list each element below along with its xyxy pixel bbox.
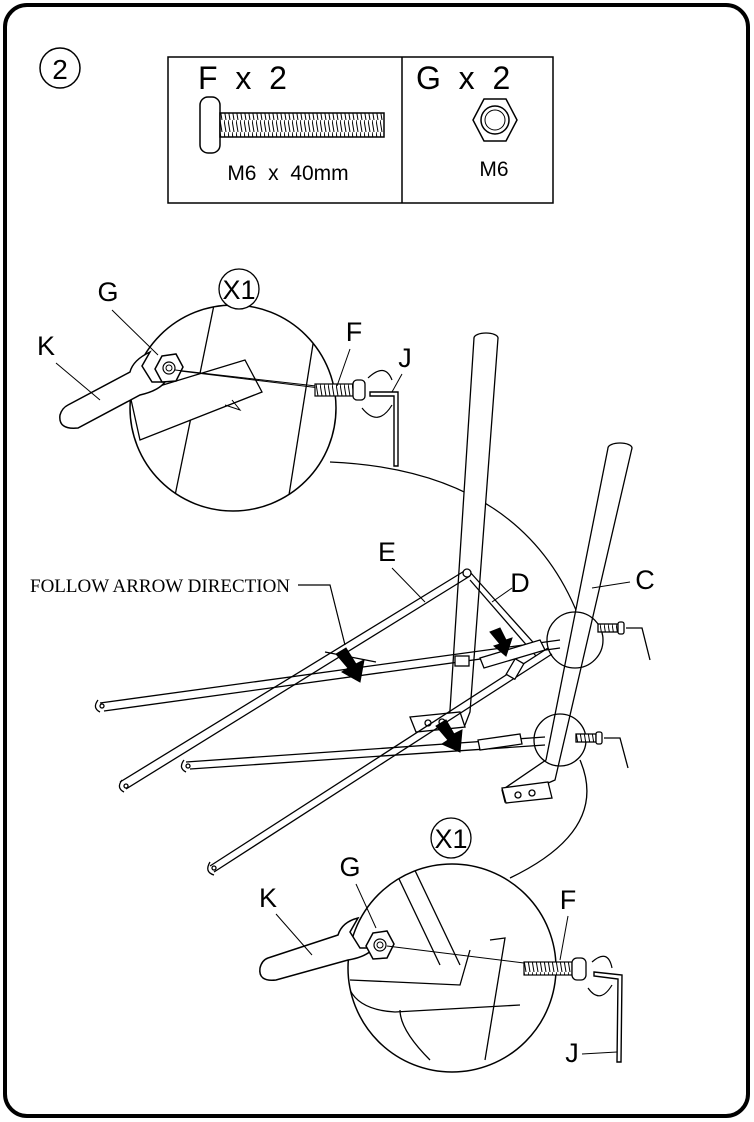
bottom-label-j: J (565, 1038, 579, 1068)
bottom-label-k: K (259, 883, 277, 913)
chair-frame-assembly (94, 332, 651, 879)
parts-box: F x 2 M6 x 40mm G x 2 M6 (167, 56, 554, 204)
top-callout-multiplier: X1 (222, 275, 255, 305)
bolt-m6-icon (199, 96, 385, 154)
top-label-j: J (398, 343, 412, 373)
label-d: D (510, 568, 530, 598)
hex-nut-icon (365, 930, 395, 960)
bottom-detail-callout: X1 G K F J (259, 817, 623, 1073)
direction-arrow-icon (335, 647, 365, 683)
direction-arrow-icon (435, 719, 463, 753)
part-g-spec: M6 (479, 158, 508, 181)
wrench-icon (59, 350, 169, 429)
bottom-label-f: F (560, 885, 577, 915)
direction-arrow-icon (489, 627, 513, 657)
label-e: E (378, 537, 396, 567)
follow-arrow-instruction: FOLLOW ARROW DIRECTION (30, 576, 290, 597)
label-c: C (635, 565, 655, 595)
top-detail-callout: X1 G K F J (37, 268, 579, 616)
hex-nut-m6-icon (472, 98, 518, 142)
hex-nut-icon (154, 353, 184, 383)
page-border (3, 3, 750, 1118)
step-number-badge: 2 (39, 47, 81, 89)
top-label-g: G (97, 277, 118, 307)
top-label-f: F (346, 317, 363, 347)
wrench-icon (259, 916, 379, 981)
part-f-spec: M6 x 40mm (227, 162, 348, 185)
step-number: 2 (52, 54, 68, 85)
part-g-title: G x 2 (416, 60, 510, 96)
top-label-k: K (37, 331, 55, 361)
bottom-label-g: G (339, 852, 360, 882)
part-f-title: F x 2 (198, 60, 287, 96)
bolt-icon (523, 957, 587, 981)
bolt-icon (314, 379, 366, 401)
allen-key-icon (369, 391, 399, 467)
allen-key-icon (593, 971, 623, 1063)
bottom-callout-multiplier: X1 (434, 824, 467, 854)
